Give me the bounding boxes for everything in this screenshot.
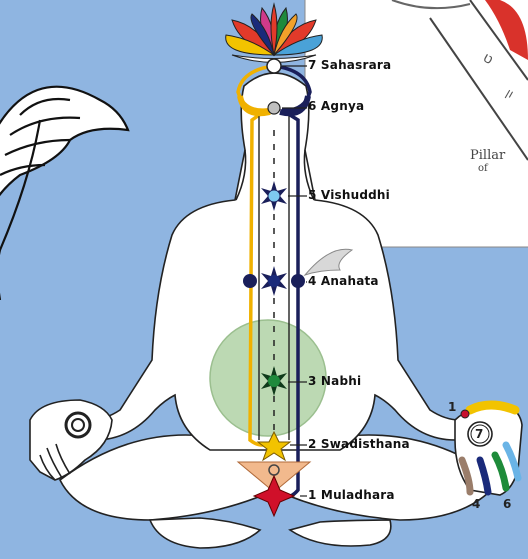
anahata-left-node	[243, 274, 257, 288]
hand-number-finger-a: 4	[472, 497, 480, 511]
chakra-label-muladhara: 1 Muladhara	[308, 488, 395, 502]
chakra-label-sahasrara: 7 Sahasrara	[308, 58, 391, 72]
right-hand	[455, 405, 522, 495]
hand-number-finger-b: 6	[503, 497, 511, 511]
hand-number-center: 7	[475, 427, 483, 441]
wing-icon	[0, 87, 128, 300]
inset-text-pillar: Pillar	[470, 148, 505, 163]
chakra-label-swadisthana: 2 Swadisthana	[308, 437, 410, 451]
inset-text-of: of	[478, 163, 488, 174]
hand-number-thumb: 1	[448, 400, 456, 414]
chakra-label-nabhi: 3 Nabhi	[308, 374, 361, 388]
chakra-label-agnya: 6 Agnya	[308, 99, 364, 113]
agnya-node	[268, 102, 280, 114]
anahata-right-node	[291, 274, 305, 288]
chakra-label-anahata: 4 Anahata	[308, 274, 379, 288]
sahasrara-node	[267, 59, 281, 73]
chakra-label-vishuddhi: 5 Vishuddhi	[308, 188, 390, 202]
